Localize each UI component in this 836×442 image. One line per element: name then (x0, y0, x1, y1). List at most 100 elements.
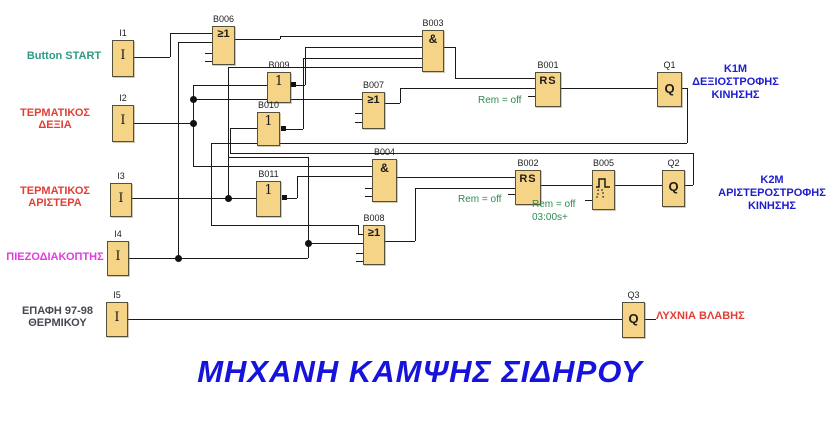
wire-segment (528, 96, 535, 97)
gate-symbol: 1 (264, 183, 273, 198)
wire-segment (693, 153, 694, 185)
wire-segment (132, 198, 256, 199)
block-I5[interactable]: I (106, 302, 128, 337)
block-label-I2: I2 (119, 93, 127, 103)
wire-segment (134, 57, 170, 58)
gate-symbol: I (114, 310, 120, 325)
gate-symbol: RS (519, 173, 537, 185)
gate-symbol: RS (539, 75, 557, 87)
block-label-B008: B008 (363, 213, 385, 223)
gate-symbol: I (120, 48, 126, 63)
block-I3[interactable]: I (110, 183, 132, 217)
wire-segment (385, 241, 415, 242)
wire-segment (170, 33, 171, 57)
param-b001-rem: Rem = off (478, 95, 522, 106)
gate-symbol: ≥1 (367, 227, 381, 239)
param-b002-rem: Rem = off (458, 194, 502, 205)
wire-segment (356, 253, 363, 254)
input-desc-limit-right: ΤΕΡΜΑΤΙΚΟΣ ΔΕΞΙΑ (20, 107, 90, 131)
wire-segment (228, 157, 308, 158)
output-connector-square (282, 195, 287, 200)
block-B003[interactable]: & (422, 30, 444, 72)
block-label-B002: B002 (517, 158, 539, 168)
block-label-B009: B009 (268, 60, 290, 70)
wire-segment (561, 88, 657, 89)
wire-segment (585, 200, 592, 201)
junction-dot (225, 195, 232, 202)
block-Q2[interactable]: Q (662, 170, 685, 207)
wire-segment (385, 103, 400, 104)
wire-segment (129, 258, 308, 259)
diagram-title: ΜΗΧΑΝΗ ΚΑΜΨΗΣ ΣΙΔΗΡΟΥ (197, 354, 643, 389)
wire-segment (303, 58, 422, 59)
block-label-B006: B006 (212, 14, 235, 24)
block-label-Q1: Q1 (663, 60, 676, 70)
wire-segment (400, 88, 401, 103)
block-B011[interactable]: 1 (256, 181, 281, 217)
gate-symbol: I (118, 191, 124, 206)
block-B004[interactable]: & (372, 159, 397, 202)
block-Q1[interactable]: Q (657, 72, 682, 107)
wire-segment (205, 53, 212, 54)
wire-segment (308, 243, 363, 244)
gate-symbol: ≥1 (367, 94, 380, 106)
wire-segment (685, 185, 693, 186)
block-Q3[interactable]: Q (622, 302, 645, 338)
wire-segment (211, 143, 687, 144)
block-I4[interactable]: I (107, 241, 129, 276)
wire-segment (400, 88, 535, 89)
wire-segment (365, 196, 372, 197)
gate-symbol: Q (668, 179, 679, 194)
wire-segment (193, 166, 372, 167)
block-I1[interactable]: I (112, 40, 134, 77)
block-label-B010: B010 (257, 100, 280, 110)
block-B007[interactable]: ≥1 (362, 92, 385, 129)
block-B002[interactable]: RS (515, 170, 541, 205)
gate-symbol: & (428, 32, 438, 46)
wire-segment (355, 113, 362, 114)
block-B001[interactable]: RS (535, 72, 561, 107)
block-B010[interactable]: 1 (257, 112, 280, 146)
block-B008[interactable]: ≥1 (363, 225, 385, 265)
input-desc-limit-left: ΤΕΡΜΑΤΙΚΟΣ ΑΡΙΣΤΕΡΑ (20, 185, 90, 209)
output-desc-k2m: K2M ΑΡΙΣΤΕΡΟΣΤΡΟΦΗΣ ΚΙΝΗΣΗΣ (718, 174, 826, 212)
wire-segment (365, 188, 372, 189)
block-label-Q2: Q2 (667, 158, 680, 168)
junction-dot (190, 96, 197, 103)
wire-segment (615, 185, 662, 186)
block-B006[interactable]: ≥1 (212, 26, 235, 65)
wire-segment (193, 85, 267, 86)
block-label-Q3: Q3 (627, 290, 640, 300)
wire-segment (280, 36, 422, 37)
input-desc-button-start: Button START (26, 50, 102, 62)
wire-segment (128, 319, 622, 320)
wire-segment (305, 47, 422, 48)
wire-segment (205, 61, 212, 62)
wire-segment (230, 153, 693, 154)
block-B005[interactable] (592, 170, 615, 210)
wire-segment (303, 58, 304, 129)
wire-segment (305, 47, 306, 85)
block-B009[interactable]: 1 (267, 72, 291, 103)
wire-segment (228, 67, 229, 198)
wire-segment (508, 194, 515, 195)
wire-segment (134, 123, 193, 124)
wire-segment (444, 47, 455, 48)
wire-segment (297, 176, 372, 177)
block-label-I5: I5 (113, 290, 121, 300)
wire-segment (358, 225, 359, 234)
wire-segment (358, 234, 363, 235)
junction-dot (305, 240, 312, 247)
wire-segment (645, 319, 656, 320)
junction-dot (175, 255, 182, 262)
gate-symbol: I (115, 249, 121, 264)
gate-symbol: 1 (274, 74, 284, 89)
param-b005-time: 03:00s+ (532, 212, 568, 223)
wire-segment (308, 157, 309, 258)
wire-segment (178, 42, 212, 43)
wire-segment (541, 185, 592, 186)
block-I2[interactable]: I (112, 105, 134, 142)
wire-segment (211, 143, 212, 225)
junction-dot (190, 120, 197, 127)
